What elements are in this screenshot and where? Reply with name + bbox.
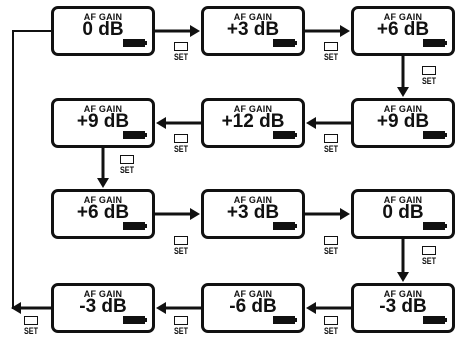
gain-value: +9 dB: [76, 111, 130, 132]
set-key-icon: [174, 42, 188, 51]
af-gain-display: AF GAIN+9 dB: [51, 98, 155, 148]
af-gain-label: AF GAIN: [83, 289, 123, 299]
af-gain-label: AF GAIN: [383, 104, 423, 114]
battery-icon: [423, 222, 447, 230]
af-gain-label: AF GAIN: [383, 289, 423, 299]
gain-value: +6 dB: [376, 19, 430, 40]
af-gain-display: AF GAIN-3 dB: [351, 283, 455, 333]
af-gain-label: AF GAIN: [83, 104, 123, 114]
af-gain-label: AF GAIN: [383, 195, 423, 205]
af-gain-display: AF GAIN+6 dB: [351, 6, 455, 56]
battery-icon: [423, 131, 447, 139]
af-gain-label: AF GAIN: [83, 195, 123, 205]
af-gain-display: AF GAIN-3 dB: [51, 283, 155, 333]
af-gain-label: AF GAIN: [233, 104, 273, 114]
set-label: SET: [23, 326, 38, 336]
battery-icon: [423, 39, 447, 47]
af-gain-display: AF GAIN+12 dB: [201, 98, 305, 148]
gain-value: +6 dB: [76, 202, 130, 223]
battery-icon: [123, 39, 147, 47]
af-gain-display: AF GAIN-6 dB: [201, 283, 305, 333]
set-key-icon: [120, 155, 134, 164]
set-label: SET: [173, 246, 188, 256]
arrow-head: [340, 208, 350, 220]
gain-value: 0 dB: [382, 202, 424, 223]
af-gain-label: AF GAIN: [233, 289, 273, 299]
arrow-head: [190, 25, 200, 37]
set-key-icon: [324, 236, 338, 245]
set-label: SET: [323, 52, 338, 62]
gain-value: -3 dB: [79, 296, 127, 317]
set-label: SET: [323, 326, 338, 336]
set-key-icon: [174, 134, 188, 143]
set-key-icon: [324, 42, 338, 51]
arrow-head: [306, 302, 316, 314]
set-key-icon: [324, 134, 338, 143]
set-label: SET: [421, 76, 436, 86]
set-label: SET: [119, 165, 134, 175]
set-key-icon: [174, 316, 188, 325]
af-gain-label: AF GAIN: [233, 12, 273, 22]
battery-icon: [423, 316, 447, 324]
set-key-icon: [174, 236, 188, 245]
battery-icon: [123, 222, 147, 230]
arrow-head: [397, 87, 409, 97]
battery-icon: [123, 316, 147, 324]
arrow-head: [306, 117, 316, 129]
gain-value: +3 dB: [226, 202, 280, 223]
battery-icon: [123, 131, 147, 139]
battery-icon: [273, 222, 297, 230]
battery-icon: [273, 39, 297, 47]
set-key-icon: [422, 66, 436, 75]
arrow-head: [156, 117, 166, 129]
arrow-head: [340, 25, 350, 37]
gain-value: +9 dB: [376, 111, 430, 132]
gain-value: -3 dB: [379, 296, 427, 317]
set-label: SET: [173, 52, 188, 62]
arrow-head: [397, 272, 409, 282]
af-gain-label: AF GAIN: [383, 12, 423, 22]
set-label: SET: [173, 326, 188, 336]
gain-value: -6 dB: [229, 296, 277, 317]
arrow-head: [11, 302, 21, 314]
af-gain-display: AF GAIN+3 dB: [201, 189, 305, 239]
af-gain-label: AF GAIN: [83, 12, 123, 22]
set-label: SET: [323, 246, 338, 256]
set-key-icon: [422, 246, 436, 255]
arrow-head: [190, 208, 200, 220]
set-key-icon: [324, 316, 338, 325]
set-label: SET: [323, 144, 338, 154]
set-label: SET: [421, 256, 436, 266]
battery-icon: [273, 131, 297, 139]
gain-value: +3 dB: [226, 19, 280, 40]
gain-value: +12 dB: [221, 111, 285, 132]
af-gain-label: AF GAIN: [233, 195, 273, 205]
gain-value: 0 dB: [82, 19, 124, 40]
set-key-icon: [24, 316, 38, 325]
battery-icon: [273, 316, 297, 324]
af-gain-display: AF GAIN+6 dB: [51, 189, 155, 239]
arrow-head: [97, 178, 109, 188]
af-gain-display: AF GAIN+9 dB: [351, 98, 455, 148]
set-label: SET: [173, 144, 188, 154]
af-gain-display: AF GAIN+3 dB: [201, 6, 305, 56]
arrow-head: [156, 302, 166, 314]
